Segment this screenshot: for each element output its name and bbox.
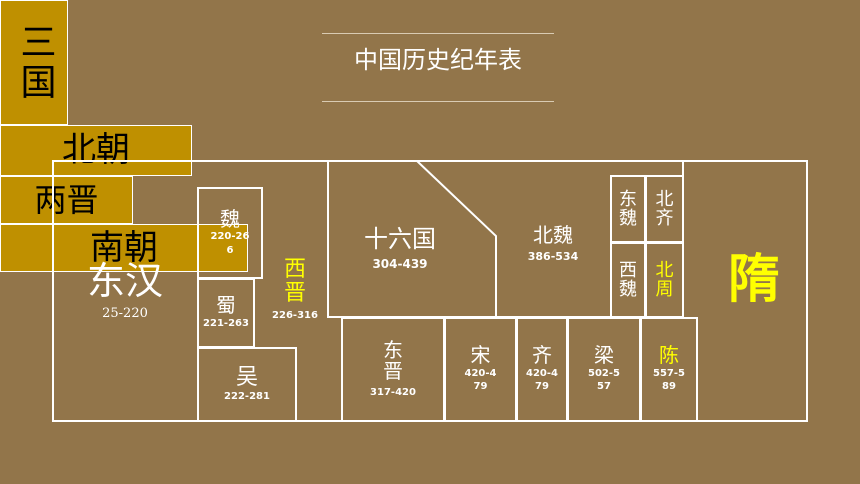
period-years: 317-420 [370,386,416,398]
period-name: 北周 [655,259,674,300]
period-name: 陈 [659,343,679,368]
period-years: 420-479 [464,367,497,393]
band-sanguo: 三国 [0,0,68,125]
period-name: 隋 [727,249,780,310]
period-years: 222-281 [224,390,270,402]
period-years: 25-220 [102,306,148,322]
period-years: 557-589 [653,367,685,393]
period-years: 502-557 [588,367,620,393]
period-name: 东晋 [383,337,403,384]
period-xiwei: 西魏 [610,242,646,318]
period-xijin: 西晋 226-316 [262,248,328,332]
period-years: 226-316 [272,309,318,321]
period-name: 蜀 [216,293,236,318]
period-wu: 吴 222-281 [197,347,297,422]
band-nanchao: 南朝 [0,224,248,272]
band-liangjin: 两晋 [0,176,133,224]
period-name: 吴 [235,364,258,390]
period-shiliuguo: 十六国 304-439 [330,215,470,285]
period-years: 420-479 [526,367,558,393]
period-name: 东魏 [619,188,637,229]
title-rule-bottom [322,101,554,102]
period-qi: 齐 420-479 [516,317,568,422]
period-name: 西魏 [619,259,637,300]
period-donghan: 东汉 25-220 [52,160,198,422]
period-dongwei: 东魏 [610,175,646,243]
period-beiqi: 北齐 [645,175,684,243]
band-label: 两晋 [34,180,99,219]
page-title: 中国历史纪年表 [354,46,522,74]
period-years: 304-439 [372,257,428,272]
period-name: 魏 [220,206,240,231]
period-years: 220-266 [210,231,250,256]
period-beiwei: 北魏 386-534 [498,215,608,275]
period-liang: 梁 502-557 [567,317,641,422]
band-label: 北朝 [62,130,130,171]
band-label: 三国 [14,22,56,103]
title-rule-top [322,33,554,34]
period-name: 十六国 [364,225,436,254]
band-label: 南朝 [90,227,158,268]
period-sui: 隋 [700,230,808,330]
period-beizhou: 北周 [645,242,684,318]
period-name: 西晋 [283,257,306,306]
period-name: 宋 [470,343,491,368]
period-name: 梁 [594,343,614,368]
period-years: 221-263 [203,318,249,330]
period-song: 宋 420-479 [444,317,517,422]
band-beichao: 北朝 [0,125,192,176]
period-name: 北齐 [655,188,674,229]
period-name: 北魏 [533,222,573,247]
period-name: 东汉 [86,258,163,303]
period-dongjin: 东晋 317-420 [341,317,445,422]
period-name: 齐 [532,343,552,368]
period-chen: 陈 557-589 [640,317,698,422]
period-years: 386-534 [527,250,579,264]
